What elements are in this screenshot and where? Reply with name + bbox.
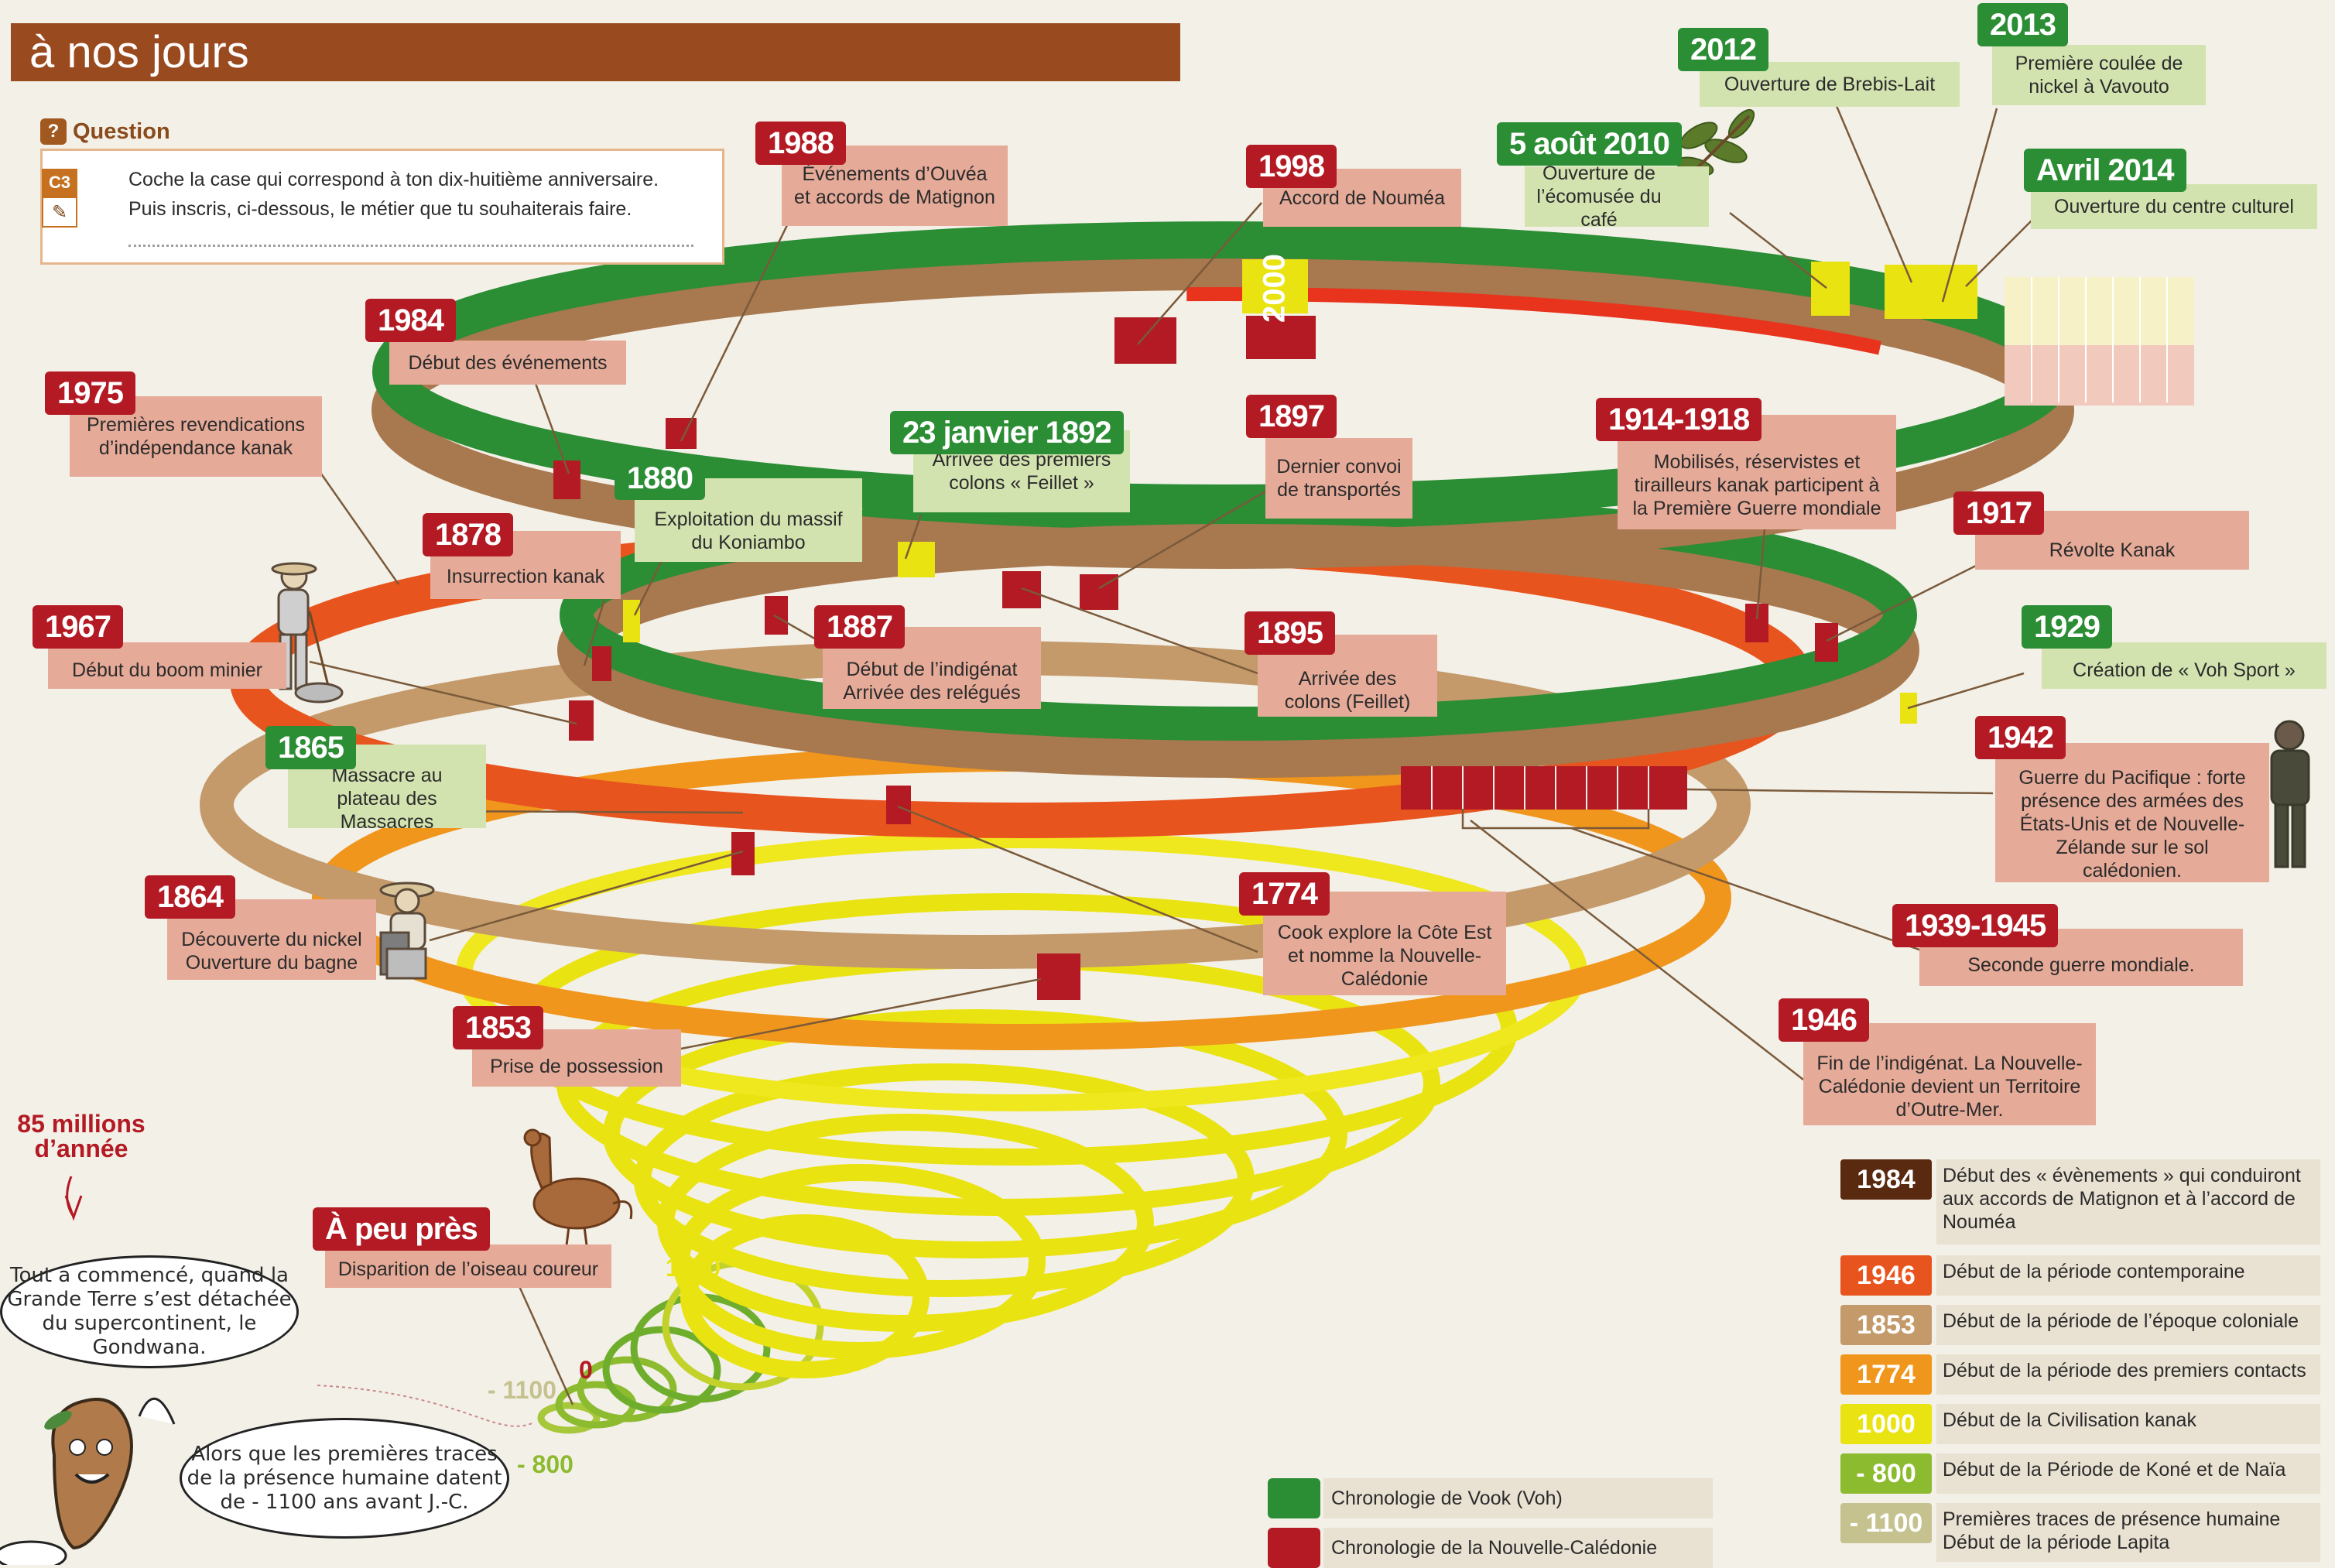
event-2012-date: 2012 — [1678, 28, 1768, 71]
event-1897-date: 1897 — [1246, 395, 1337, 438]
origin-note: 85 millions d’année — [17, 1110, 146, 1162]
legend-text: Premières traces de présence humaine Déb… — [1936, 1503, 2320, 1562]
competence-badge: C3 — [42, 169, 77, 197]
event-1864-date: 1864 — [145, 875, 235, 919]
legend-row-1853: 1853 Début de la période de l’époque col… — [1840, 1305, 2320, 1348]
event-1853-date: 1853 — [453, 1006, 543, 1049]
event-1942-box: Guerre du Pacifique : forte présence des… — [1995, 743, 2269, 882]
event-2010-box: Ouverture de l’écomusée du café — [1525, 163, 1709, 231]
event-1988-date: 1988 — [755, 122, 846, 165]
event-1774-date: 1774 — [1239, 872, 1330, 916]
event-1967-box: Début du boom minier — [48, 642, 286, 689]
question-icon: ? — [40, 118, 67, 145]
event-1887-date: 1887 — [814, 605, 905, 649]
mascot-figure — [0, 1398, 176, 1565]
event-bird-date: À peu près — [313, 1207, 490, 1251]
bird-figure — [523, 1128, 633, 1258]
legend-text: Début de la période de l’époque colonial… — [1936, 1305, 2320, 1345]
legend-chip: 1984 — [1840, 1159, 1932, 1200]
event-2013-box: Première coulée de nickel à Vavouto — [1992, 45, 2206, 105]
scale-label-0: 0 — [579, 1356, 593, 1384]
chrono-text-nc: Chronologie de la Nouvelle-Calédonie — [1323, 1528, 1713, 1568]
legend-row-minus-1100: - 1100 Premières traces de présence huma… — [1840, 1503, 2320, 1562]
event-markers — [553, 316, 1838, 1000]
legend-row-1946: 1946 Début de la période contemporaine — [1840, 1255, 2320, 1299]
event-bird-box: Disparition de l’oiseau coureur — [325, 1244, 611, 1288]
event-1895-date: 1895 — [1245, 611, 1335, 655]
event-1984-box: Début des événements — [389, 341, 626, 385]
speech-bubble-1: Tout a commencé, quand la Grande Terre s… — [0, 1255, 299, 1368]
question-line-1: Coche la case qui correspond à ton dix-h… — [128, 169, 659, 190]
event-1914-date: 1914-1918 — [1596, 398, 1762, 441]
event-2010-date: 5 août 2010 — [1497, 122, 1682, 166]
title-bar: à nos jours — [0, 23, 1180, 81]
event-1946-date: 1946 — [1779, 998, 1869, 1042]
chrono-text-voh: Chronologie de Vook (Voh) — [1323, 1478, 1713, 1518]
legend-row-minus-800: - 800 Début de la Période de Koné et de … — [1840, 1453, 2320, 1497]
pencil-icon: ✎ — [42, 197, 77, 228]
future-band-top — [2005, 277, 2194, 345]
chrono-chip-nc — [1268, 1528, 1320, 1568]
answer-line[interactable] — [128, 245, 693, 247]
worker-figure — [379, 882, 435, 980]
question-label: Question — [73, 118, 170, 144]
event-1917-date: 1917 — [1953, 491, 2044, 535]
page-title: à nos jours — [29, 27, 249, 77]
event-1984-date: 1984 — [365, 299, 456, 342]
legend-text: Début de la Civilisation kanak — [1936, 1404, 2320, 1444]
chrono-legend-nc: Chronologie de la Nouvelle-Calédonie — [1268, 1528, 1713, 1568]
band-top-brown — [371, 252, 2074, 569]
scale-label-1000: 1000 — [666, 1254, 721, 1282]
legend-row-1984: 1984 Début des « évènements » qui condui… — [1840, 1159, 2320, 1244]
scale-label-minus-1100: - 1100 — [488, 1376, 556, 1404]
legend-chip: 1000 — [1840, 1404, 1932, 1444]
event-1975-date: 1975 — [45, 371, 135, 415]
event-1929-date: 1929 — [2022, 605, 2112, 649]
future-band-bottom — [2005, 345, 2194, 406]
soldier-figure — [2270, 720, 2310, 868]
event-1946-box: Fin de l’indigénat. La Nouvelle-Calédoni… — [1803, 1023, 2096, 1125]
event-1880-box: Exploitation du massif du Koniambo — [635, 478, 862, 562]
event-1878-date: 1878 — [423, 513, 513, 556]
legend-text: Début de la période des premiers contact… — [1936, 1354, 2320, 1395]
band-2000-block — [1242, 259, 1308, 313]
legend-row-1774: 1774 Début de la période des premiers co… — [1840, 1354, 2320, 1398]
event-2014-date: Avril 2014 — [2024, 149, 2186, 192]
legend-chip: - 1100 — [1840, 1503, 1932, 1543]
legend-chip: - 800 — [1840, 1453, 1932, 1494]
legend-text: Début des « évènements » qui conduiront … — [1936, 1159, 2320, 1244]
chrono-chip-voh — [1268, 1478, 1320, 1518]
event-1917-box: Révolte Kanak — [1975, 511, 2249, 570]
legend-row-1000: 1000 Début de la Civilisation kanak — [1840, 1404, 2320, 1447]
event-1892-date: 23 janvier 1892 — [890, 411, 1124, 454]
scale-label-minus-800: - 800 — [517, 1450, 573, 1478]
chrono-legend-voh: Chronologie de Vook (Voh) — [1268, 1478, 1713, 1518]
event-1897-box: Dernier convoi de transportés — [1265, 438, 1412, 519]
legend-text: Début de la Période de Koné et de Naïa — [1936, 1453, 2320, 1494]
question-header: ? Question — [40, 116, 170, 147]
question-line-2: Puis inscris, ci-dessous, le métier que … — [128, 198, 632, 220]
event-1865-box: Massacre au plateau des Massacres — [288, 745, 486, 833]
event-1998-date: 1998 — [1246, 145, 1337, 188]
legend-chip: 1774 — [1840, 1354, 1932, 1395]
event-1939-date: 1939-1945 — [1892, 904, 2059, 947]
event-1774-box: Cook explore la Côte Est et nomme la Nou… — [1263, 892, 1506, 995]
legend-chip: 1946 — [1840, 1255, 1932, 1296]
legend-chip: 1853 — [1840, 1305, 1932, 1345]
speech-bubble-2: Alors que les premières traces de la pré… — [180, 1418, 509, 1539]
label-2000: 2000 — [1257, 254, 1292, 324]
event-1967-date: 1967 — [33, 605, 123, 649]
band-top-red — [384, 287, 2062, 580]
event-1880-date: 1880 — [615, 457, 705, 500]
event-1865-date: 1865 — [265, 726, 356, 769]
event-1942-date: 1942 — [1975, 716, 2066, 759]
event-2013-date: 2013 — [1977, 3, 2068, 46]
legend-text: Début de la période contemporaine — [1936, 1255, 2320, 1296]
event-1929-box: Création de « Voh Sport » — [2042, 642, 2326, 689]
